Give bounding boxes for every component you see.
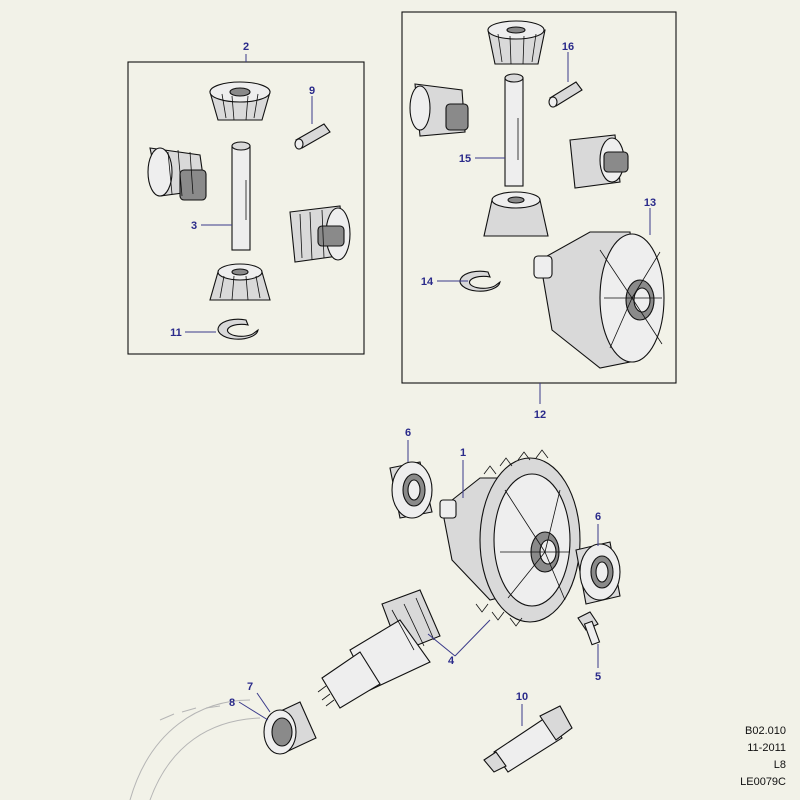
side-gear-box12-left (409, 83, 469, 137)
info-ref: B02.010 (745, 725, 786, 737)
callout-13: 13 (644, 197, 656, 209)
axle-housing-outline (129, 699, 261, 800)
info-illustration-code: LE0079C (740, 776, 786, 788)
callout-15: 15 (459, 153, 471, 165)
bearing-6-upper (389, 461, 433, 519)
callout-12: 12 (534, 409, 546, 421)
info-code: L8 (773, 759, 786, 771)
callout-11: 11 (170, 327, 182, 339)
callout-1: 1 (460, 447, 466, 459)
cross-shaft-15 (504, 73, 524, 187)
differential-assembly-1 (439, 449, 581, 627)
kit-box-12 (401, 11, 677, 384)
side-gear-left (147, 147, 207, 201)
callout-8: 8 (229, 697, 235, 709)
cross-shaft-3 (231, 141, 251, 251)
side-gear-box12-right (569, 134, 629, 189)
callout-5: 5 (595, 671, 601, 683)
callout-10: 10 (516, 691, 528, 703)
circlip-11 (217, 318, 259, 340)
callout-9: 9 (309, 85, 315, 97)
pin-16 (548, 81, 583, 108)
differential-case-13 (533, 231, 665, 369)
callout-16: 16 (562, 41, 574, 53)
bevel-gear-bottom-left (209, 263, 271, 301)
callout-2: 2 (243, 41, 249, 53)
pinion-4 (317, 589, 441, 709)
callout-6-lower: 6 (595, 511, 601, 523)
sealant-tube-10 (483, 705, 573, 773)
callout-14: 14 (421, 276, 434, 288)
bevel-gear-top-left (209, 81, 271, 121)
side-gear-right (289, 205, 351, 263)
pin-9 (294, 123, 331, 150)
callout-4: 4 (448, 655, 455, 667)
bolt-5 (577, 611, 601, 646)
info-date: 11-2011 (747, 742, 786, 754)
pinion-seal-7-8 (263, 701, 317, 755)
bevel-gear-top-right (487, 20, 546, 65)
bevel-gear-box12-bottom (483, 191, 549, 237)
callout-6-upper: 6 (405, 427, 411, 439)
callout-3: 3 (191, 220, 197, 232)
callout-7: 7 (247, 681, 253, 693)
bearing-6-lower (575, 541, 621, 605)
circlip-14 (459, 270, 501, 292)
